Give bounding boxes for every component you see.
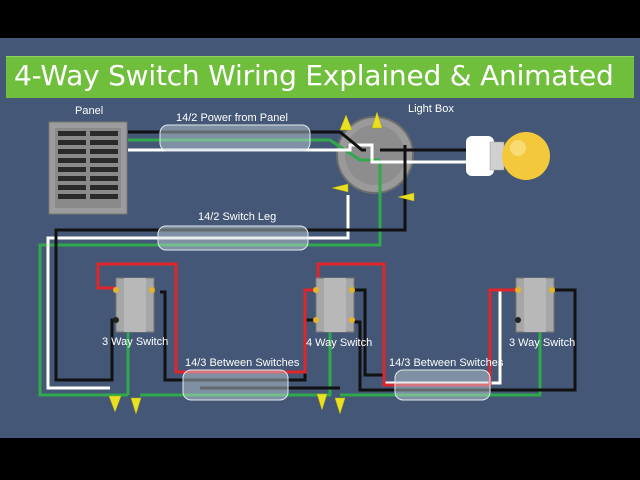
light-box — [336, 116, 414, 194]
light-bulb — [466, 132, 550, 180]
title-banner: 4-Way Switch Wiring Explained & Animated — [6, 56, 634, 98]
light-box-label: Light Box — [408, 103, 454, 115]
wire-nuts — [108, 111, 415, 415]
switch-right-label: 3 Way Switch — [509, 337, 576, 349]
neutral-wires — [46, 143, 502, 390]
switch-leg-label: 14/2 Switch Leg — [198, 211, 277, 223]
switch-middle-label: 4 Way Switch — [306, 337, 373, 349]
power-cable-label: 14/2 Power from Panel — [176, 112, 288, 124]
electrical-panel — [48, 121, 128, 215]
between-left-label: 14/3 Between Switches — [185, 357, 300, 369]
traveler-wires — [96, 262, 518, 387]
switch-left — [113, 277, 155, 333]
switch-middle — [313, 277, 355, 333]
panel-label: Panel — [75, 105, 104, 117]
switch-left-label: 3 Way Switch — [102, 336, 169, 348]
switch-right — [515, 277, 555, 333]
between-right-label: 14/3 Between Switches — [389, 357, 504, 369]
page-title: 4-Way Switch Wiring Explained & Animated — [14, 59, 614, 92]
cable-sheaths — [157, 124, 491, 401]
hot-wires — [54, 130, 577, 392]
